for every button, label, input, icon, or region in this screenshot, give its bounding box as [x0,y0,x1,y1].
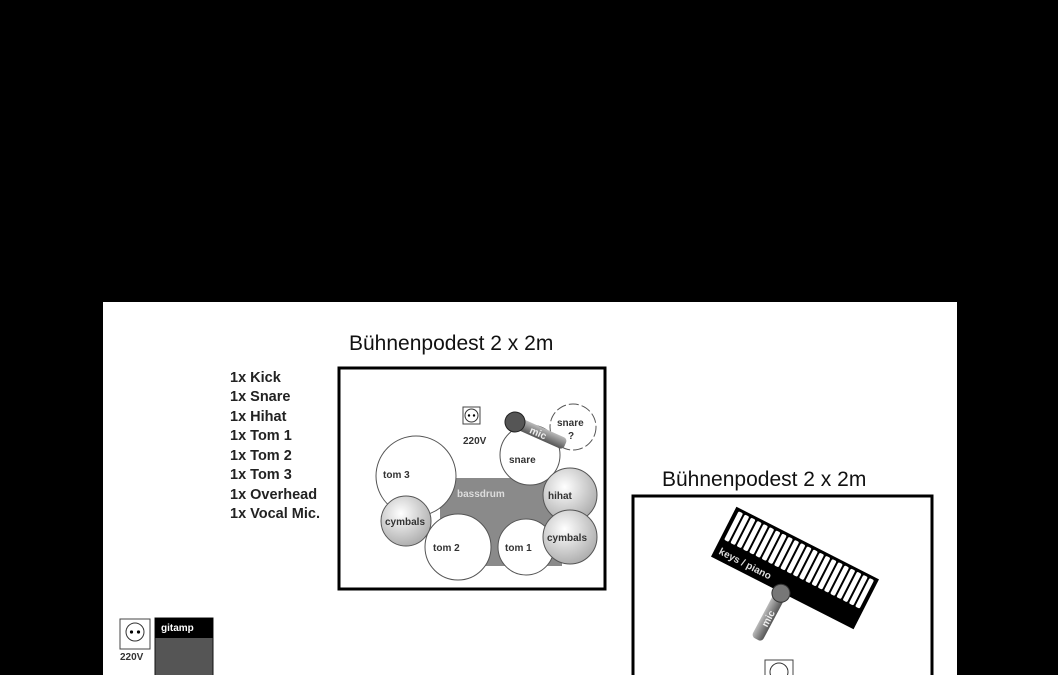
guitar-amp-label: gitamp [161,623,194,634]
tom1-label: tom 1 [505,543,532,554]
mic-list-item: 1x Overhead [230,487,317,503]
mic-list-item: 1x Tom 2 [230,448,292,464]
power-outlet-icon [764,659,794,675]
cymbals-right [542,509,598,565]
piano-key [811,556,830,586]
keyboard-icon: keys / piano [711,506,879,630]
guitar-amp: gitamp [154,617,214,675]
piano-key [768,533,787,564]
mic-list-item: 1x Snare [230,389,290,405]
piano-key [724,511,743,542]
piano-key [830,565,849,596]
piano-key [836,568,855,599]
piano-key [805,553,824,583]
mic-list: 1x Kick 1x Snare 1x Hihat 1x Tom 1 1x To… [230,370,320,522]
snare-label: snare [509,455,536,466]
tom2 [424,513,492,581]
piano-key [774,537,793,567]
snare-alt-label: snare [557,418,584,429]
power-outlet-icon [462,406,481,425]
piano-key [818,559,837,590]
mic-list-item: 1x Tom 3 [230,467,292,483]
piano-key [762,530,780,561]
piano-key [737,518,756,548]
power-outlet-label: 220V [463,436,487,447]
piano-key [799,549,818,580]
piano-key [849,575,868,606]
tom2-label: tom 2 [433,543,460,554]
piano-key [786,543,805,574]
drum-mic-icon: mic [504,411,567,449]
cymbals-left [380,495,432,547]
piano-key [749,524,768,555]
mic-list-item: 1x Hihat [230,409,287,425]
cymbals-left-label: cymbals [385,517,425,528]
piano-key [793,546,812,577]
snare-alt-question: ? [568,431,574,442]
hihat-label: hihat [548,491,573,502]
piano-key [824,562,843,593]
piano-key [855,578,874,609]
piano-key [780,540,799,571]
piano-key [743,521,762,552]
piano-key [843,572,862,602]
piano-key [730,514,749,545]
power-outlet-label: 220V [120,652,144,663]
mic-list-item: 1x Tom 1 [230,428,292,444]
mic-list-item: 1x Kick [230,370,282,386]
cymbals-right-label: cymbals [547,533,587,544]
keys-mic-icon: mic [752,583,791,641]
drum-stage-title: Bühnenpodest 2 x 2m [349,332,553,355]
piano-key [755,527,774,558]
mic-list-item: 1x Vocal Mic. [230,506,320,522]
keys-stage-title: Bühnenpodest 2 x 2m [662,468,866,491]
power-outlet-icon [119,618,151,650]
bassdrum-label: bassdrum [457,489,505,500]
drum-kit: bassdrum tom 3 tom 2 tom 1 cymbals snare… [375,403,598,581]
tom3-label: tom 3 [383,470,410,481]
